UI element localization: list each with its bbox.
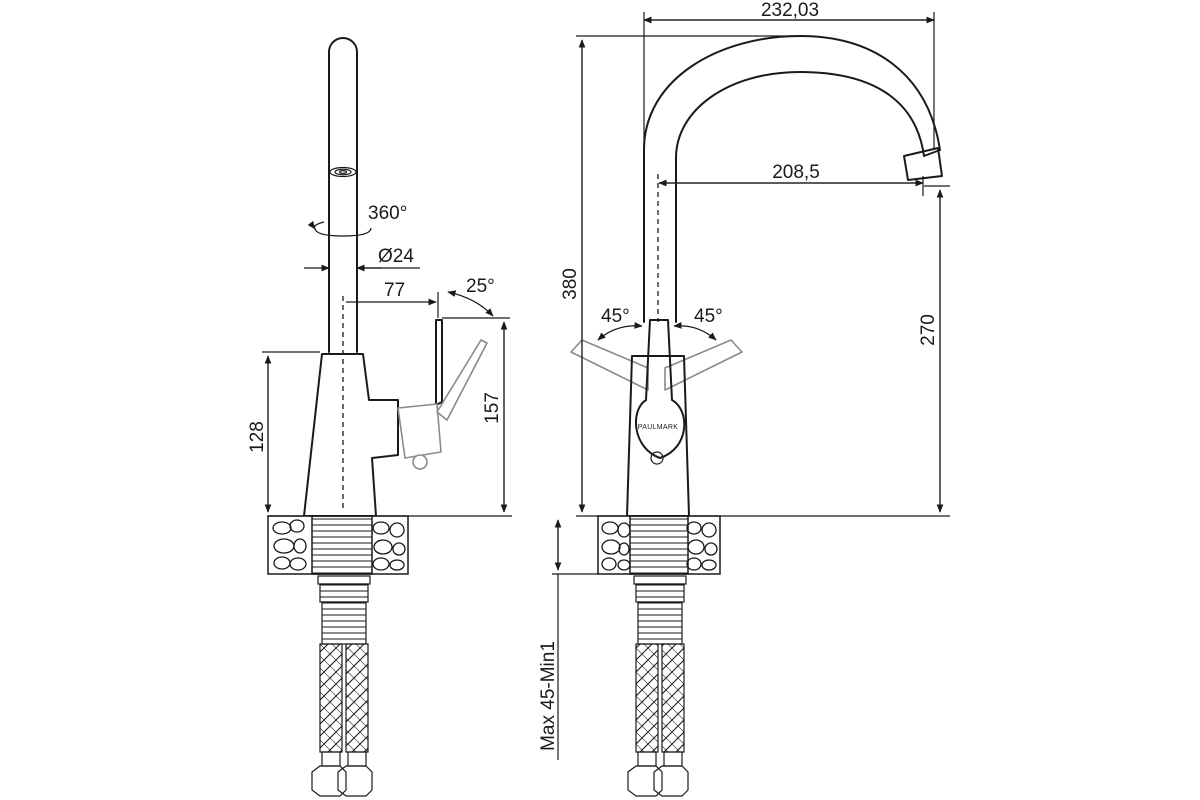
rotation-label: 360°: [368, 203, 407, 224]
side-aerator: [329, 166, 357, 178]
spout-height-label: 270: [918, 314, 939, 346]
front-view: PAULMARK 232,03 208,5 380 270 45° 45°: [538, 0, 950, 797]
lever-height-label: 157: [482, 392, 503, 424]
side-fittings: [311, 575, 373, 797]
front-spout-tip: [903, 147, 943, 181]
lever-left-angle-label: 45°: [601, 306, 630, 327]
side-spout-tube: [328, 37, 358, 353]
front-spout: [643, 35, 941, 323]
total-width-label: 232,03: [761, 0, 819, 21]
offset-label: 77: [384, 280, 405, 301]
side-lever: [435, 319, 443, 406]
side-lever-tilted: [397, 403, 442, 459]
mount-thickness-label: Max 45-Min1: [538, 641, 559, 751]
front-lever: [634, 319, 686, 459]
lever-angle-arc: [447, 290, 494, 317]
brand-logo: PAULMARK: [638, 424, 678, 431]
side-countertop: [267, 515, 409, 575]
lever-right-angle-label: 45°: [694, 306, 723, 327]
side-view: 360° Ø24 77 25° 128 157: [247, 37, 512, 797]
rotation-arrow: [307, 220, 325, 230]
total-height-label: 380: [560, 268, 581, 300]
front-lever-right-tilted: [664, 339, 743, 391]
lever-left-angle-arc: [597, 322, 643, 341]
lever-right-angle-arc: [673, 322, 717, 341]
front-countertop: [597, 515, 721, 575]
side-body: [303, 353, 399, 517]
spout-reach-label: 208,5: [772, 162, 820, 183]
front-fittings: [627, 575, 689, 797]
diameter-label: Ø24: [378, 246, 414, 267]
body-height-label: 128: [247, 421, 268, 453]
lever-angle-label: 25°: [466, 276, 495, 297]
